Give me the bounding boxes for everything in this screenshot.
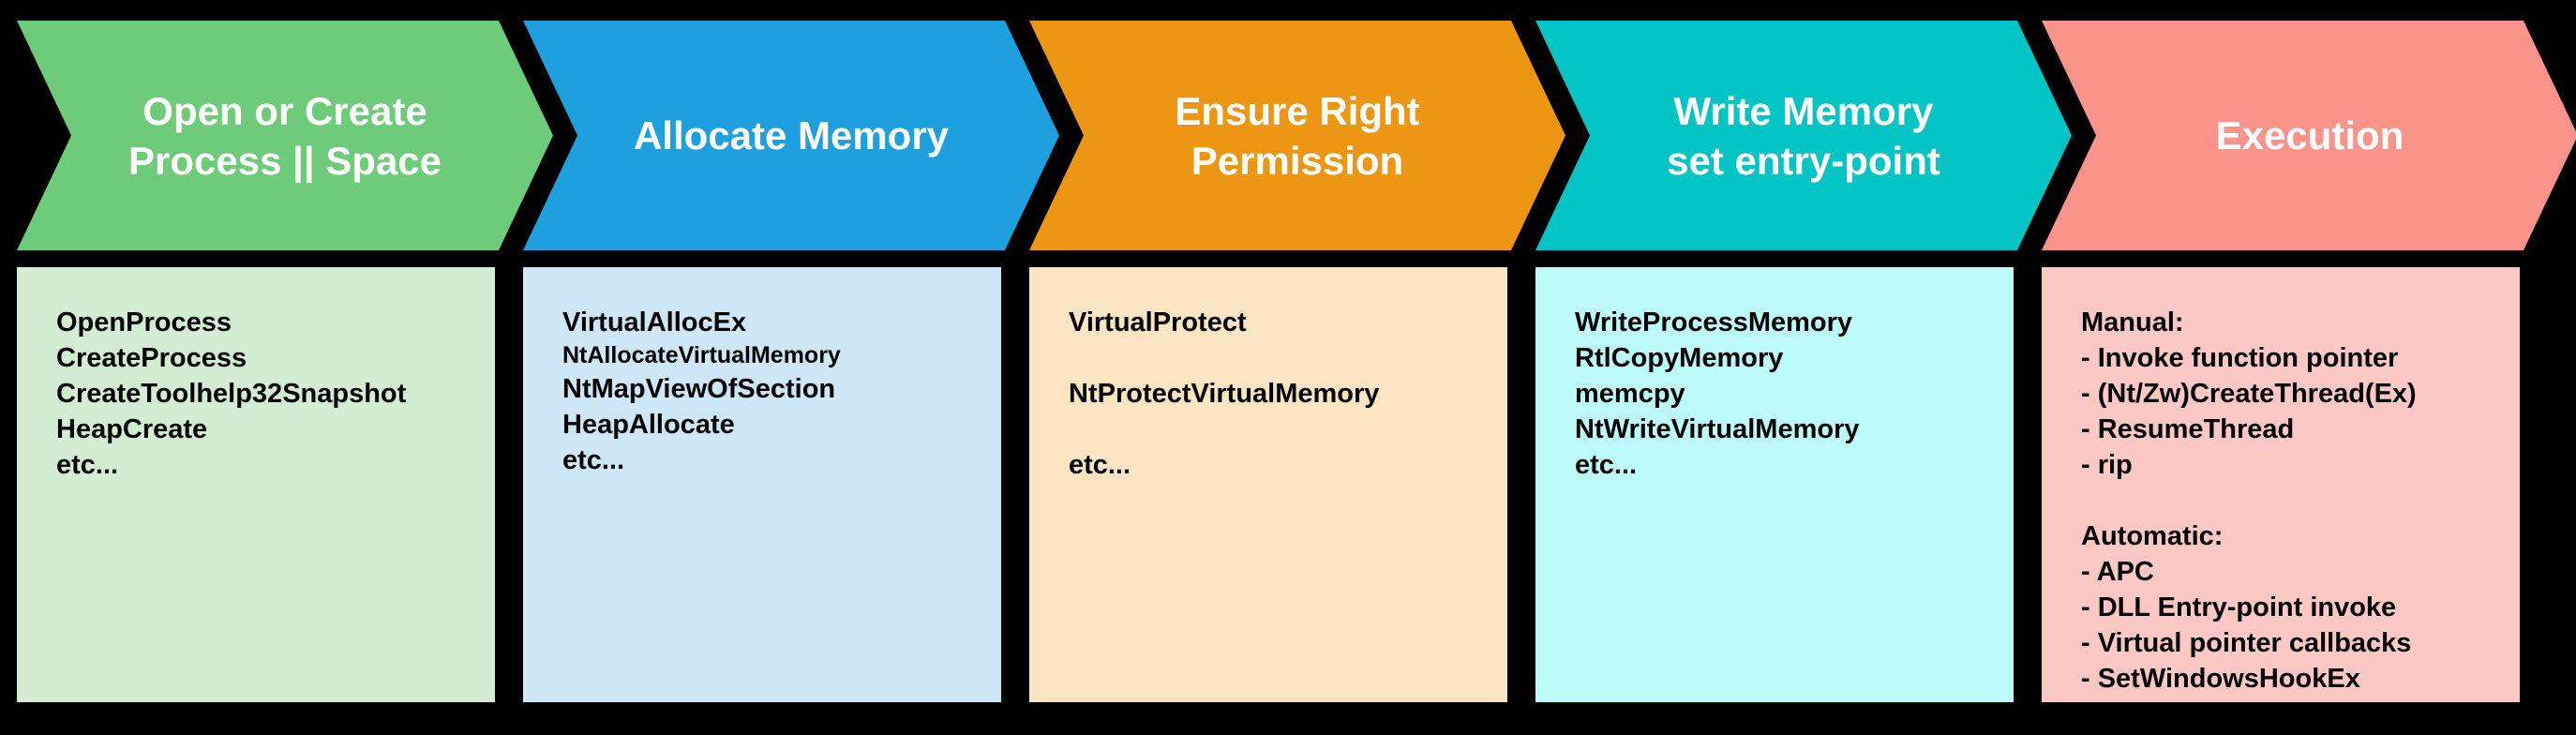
chevron-execution: Execution [2042, 21, 2576, 250]
chevron-title: Execution [2215, 113, 2404, 158]
api-line: Manual: [2081, 308, 2184, 338]
api-line-spacer [1069, 340, 1494, 376]
api-line-spacer [2081, 483, 2507, 518]
api-line: NtWriteVirtualMemory [1575, 414, 1860, 444]
api-line: WriteProcessMemory [1575, 308, 1853, 338]
api-line: - SetWindowsHookEx [2081, 664, 2360, 694]
api-line: CreateProcess [56, 343, 247, 373]
api-line: - Invoke function pointer [2081, 343, 2399, 373]
chevron-title: Open or Create Process || Space [127, 88, 442, 183]
chevron-title: Ensure Right Permission [1175, 88, 1420, 183]
api-line: etc... [1069, 450, 1131, 480]
chevron-open-or-create-process: Open or Create Process || Space [17, 21, 553, 250]
api-line: - Virtual pointer callbacks [2081, 628, 2412, 658]
chevron-title: Allocate Memory [633, 113, 950, 158]
api-line: RtlCopyMemory [1575, 343, 1784, 373]
apibox-execution: Manual: - Invoke function pointer - (Nt/Zw… [2042, 267, 2520, 702]
api-line: - DLL Entry-point invoke [2081, 592, 2397, 622]
api-line: VirtualProtect [1069, 308, 1247, 338]
api-line-spacer [1069, 412, 1494, 447]
api-line: etc... [1575, 450, 1638, 480]
api-line: Automatic: [2081, 521, 2224, 551]
chevron-title: Write Memory set entry-point [1667, 88, 1940, 183]
api-line: - (Nt/Zw)CreateThread(Ex) [2081, 379, 2417, 409]
chevron-write-memory-set-entry-point: Write Memory set entry-point [1535, 21, 2072, 250]
chevron-ensure-right-permission: Ensure Right Permission [1029, 21, 1565, 250]
api-line: memcpy [1575, 379, 1685, 409]
api-line: NtAllocateVirtualMemory [562, 342, 841, 368]
api-line: VirtualAllocEx [562, 308, 747, 338]
api-line: etc... [56, 450, 119, 480]
api-line: etc... [562, 445, 625, 475]
api-line: NtMapViewOfSection [562, 374, 836, 404]
api-line: - rip [2081, 450, 2133, 480]
api-line: - ResumeThread [2081, 414, 2295, 444]
api-line: OpenProcess [56, 308, 232, 338]
chevron-allocate-memory: Allocate Memory [523, 21, 1059, 250]
api-line: HeapAllocate [562, 410, 735, 440]
api-line: NtProtectVirtualMemory [1069, 379, 1380, 409]
api-line: - APC [2081, 557, 2154, 587]
api-line: HeapCreate [56, 414, 208, 444]
apibox-ensure-right-permission: VirtualProtect NtProtectVirtualMemory et… [1029, 267, 1507, 702]
api-line: CreateToolhelp32Snapshot [56, 379, 407, 409]
